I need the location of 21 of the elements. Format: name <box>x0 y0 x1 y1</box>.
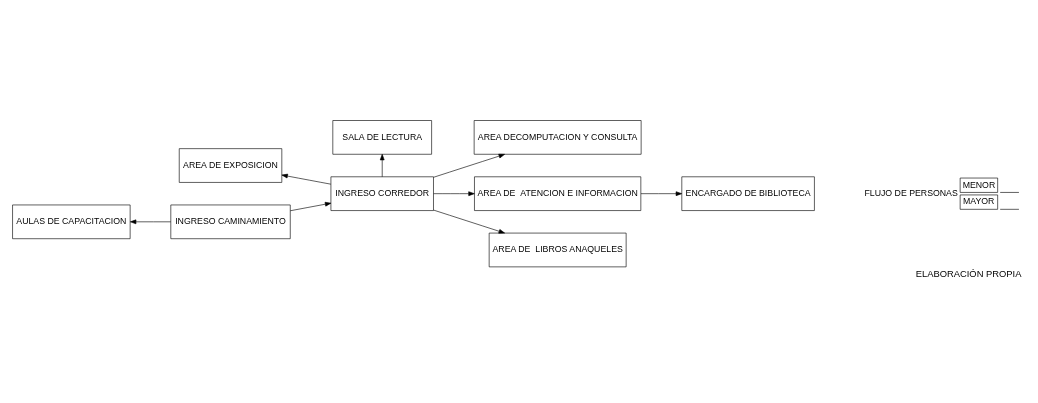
arrow <box>432 209 505 234</box>
arrow <box>379 154 384 178</box>
node-box: INGRESO CORREDOR <box>330 176 434 211</box>
legend-label: MAYOR <box>962 196 994 207</box>
arrow <box>281 173 331 185</box>
arrow <box>289 201 331 212</box>
arrow <box>640 191 682 196</box>
arrow <box>129 219 171 225</box>
arrow <box>432 153 505 178</box>
node-box: AREA DE ATENCION E INFORMACION <box>473 176 641 211</box>
node-box: ENCARGADO DE BIBLIOTECA <box>681 176 815 211</box>
label: FLUJO DE PERSONAS <box>863 188 958 198</box>
node-box: AREA DE EXPOSICION <box>178 148 282 183</box>
node-box: AULAS DE CAPACITACION <box>11 204 130 240</box>
node-box: AREA DE LIBROS ANAQUELES <box>488 232 626 268</box>
caption: ELABORACIÓN PROPIA <box>915 268 1021 279</box>
node-box: AREA DECOMPUTACION Y CONSULTA <box>473 120 641 155</box>
node-box: SALA DE LECTURA <box>332 120 432 155</box>
node-box: INGRESO CAMINAMIENTO <box>170 204 291 240</box>
legend-label: MENOR <box>962 179 995 190</box>
arrow <box>432 191 475 196</box>
